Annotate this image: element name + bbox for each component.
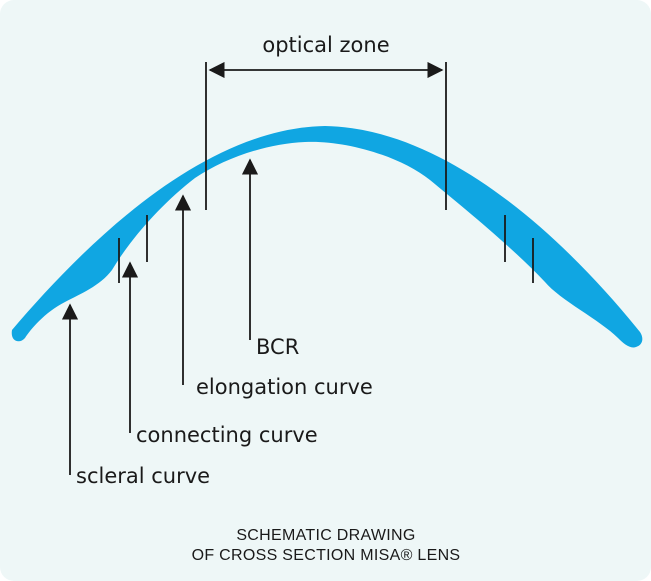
caption-line-1: SCHEMATIC DRAWING: [236, 527, 415, 544]
connecting-curve-label: connecting curve: [136, 423, 318, 447]
elongation-curve-label: elongation curve: [196, 375, 373, 399]
caption-line-2: OF CROSS SECTION MISA® LENS: [192, 547, 461, 564]
bcr-label: BCR: [256, 335, 299, 359]
lens-shape: [11, 126, 643, 348]
optical-zone-label: optical zone: [262, 33, 389, 57]
scleral-curve-label: scleral curve: [76, 464, 210, 488]
